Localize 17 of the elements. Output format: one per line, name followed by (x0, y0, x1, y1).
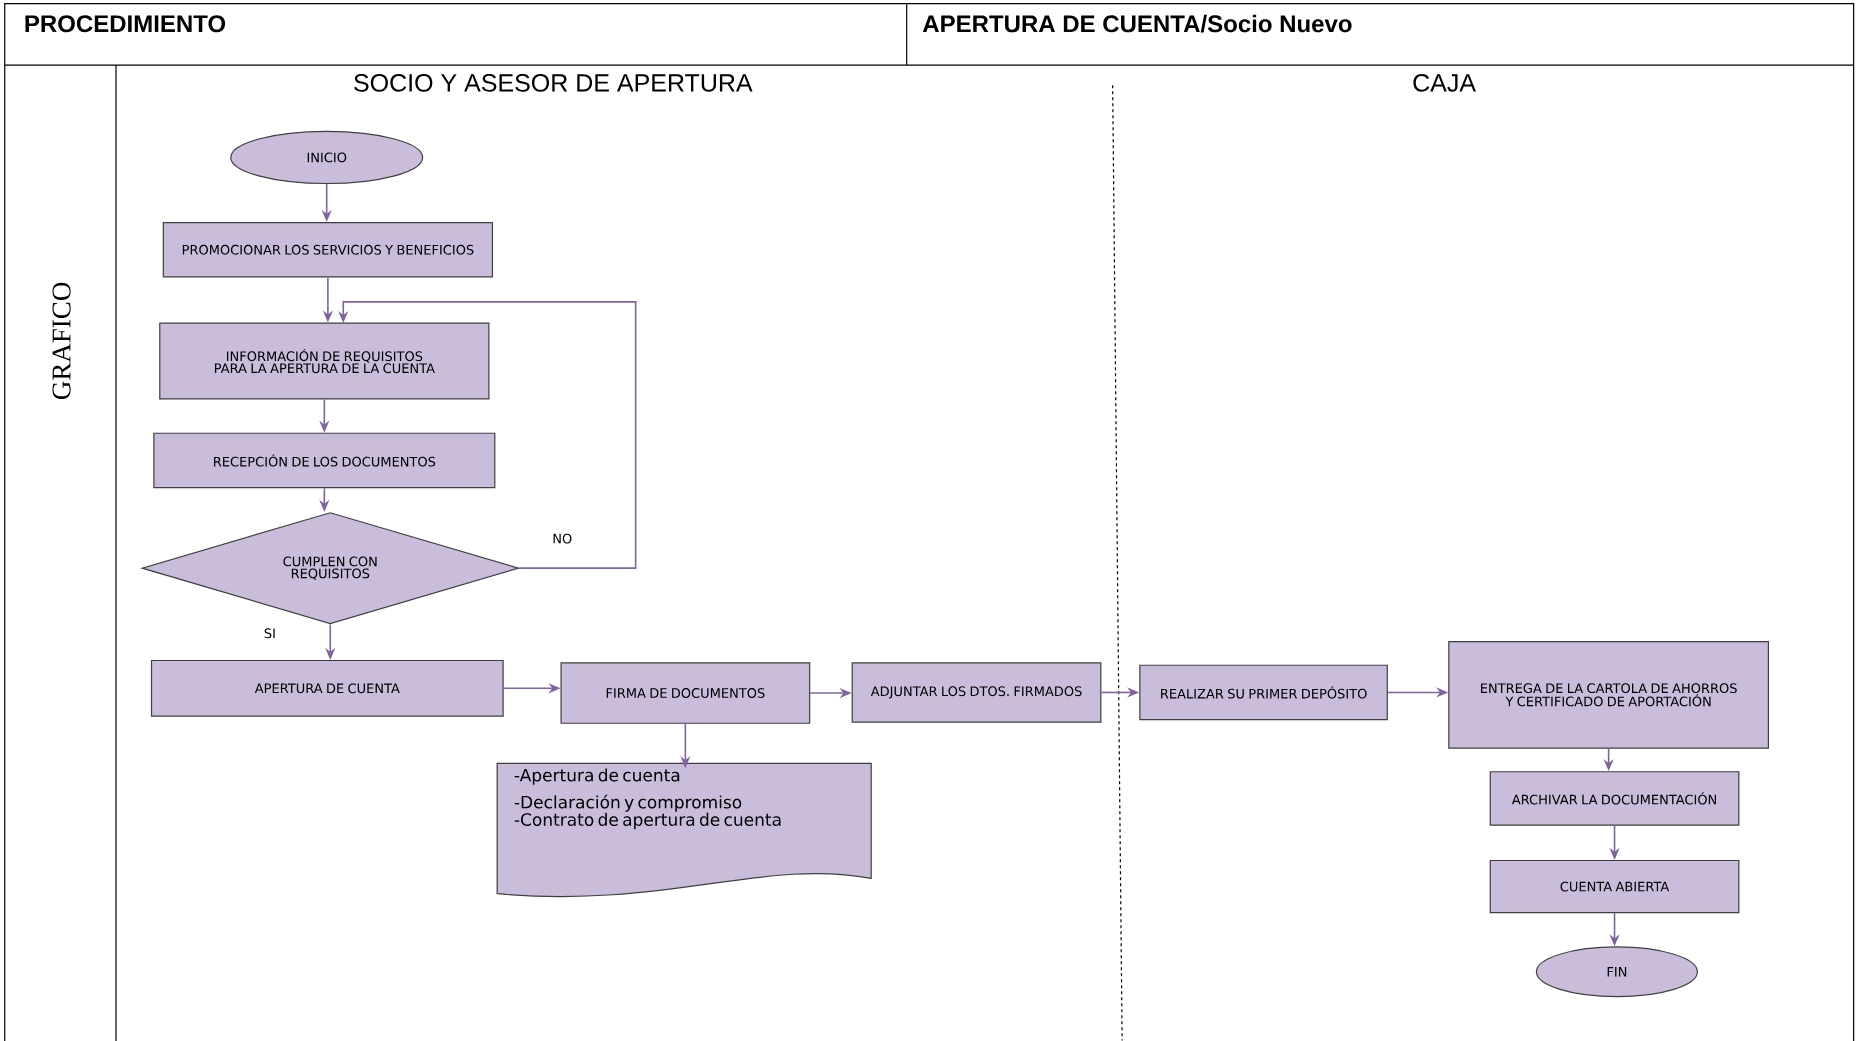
edge-label: SI (262, 627, 277, 640)
process-box: ENTREGA DE LA CARTOLA DE AHORROS Y CERTIFICADO DE APORTACIÓN (1448, 640, 1769, 749)
process-box: ADJUNTAR LOS DTOS. FIRMADOS (851, 662, 1102, 723)
edge-label: NO (551, 532, 574, 545)
process-box: FIRMA DE DOCUMENTOS (560, 662, 811, 724)
process-box: PROMOCIONAR LOS SERVICIOS Y BENEFICIOS (162, 221, 494, 278)
process-box: ARCHIVAR LA DOCUMENTACIÓN (1489, 771, 1740, 826)
process-box: APERTURA DE CUENTA (150, 659, 504, 717)
header-cell: APERTURA DE CUENTA/Socio Nuevo (922, 14, 1352, 33)
process-box: RECEPCIÓN DE LOS DOCUMENTOS (153, 432, 496, 489)
header-cell: PROCEDIMIENTO (25, 15, 226, 33)
process-box: CUENTA ABIERTA (1489, 859, 1740, 914)
process-box: REALIZAR SU PRIMER DEPÓSITO (1139, 664, 1388, 721)
row-heading: GRAFICO (52, 282, 71, 400)
lane-heading: SOCIO Y ASESOR DE APERTURA (354, 74, 753, 92)
process-box: INFORMACIÓN DE REQUISITOS PARA LA APERTURA DE LA CUENTA (159, 322, 490, 400)
lane-heading: CAJA (1413, 74, 1476, 92)
